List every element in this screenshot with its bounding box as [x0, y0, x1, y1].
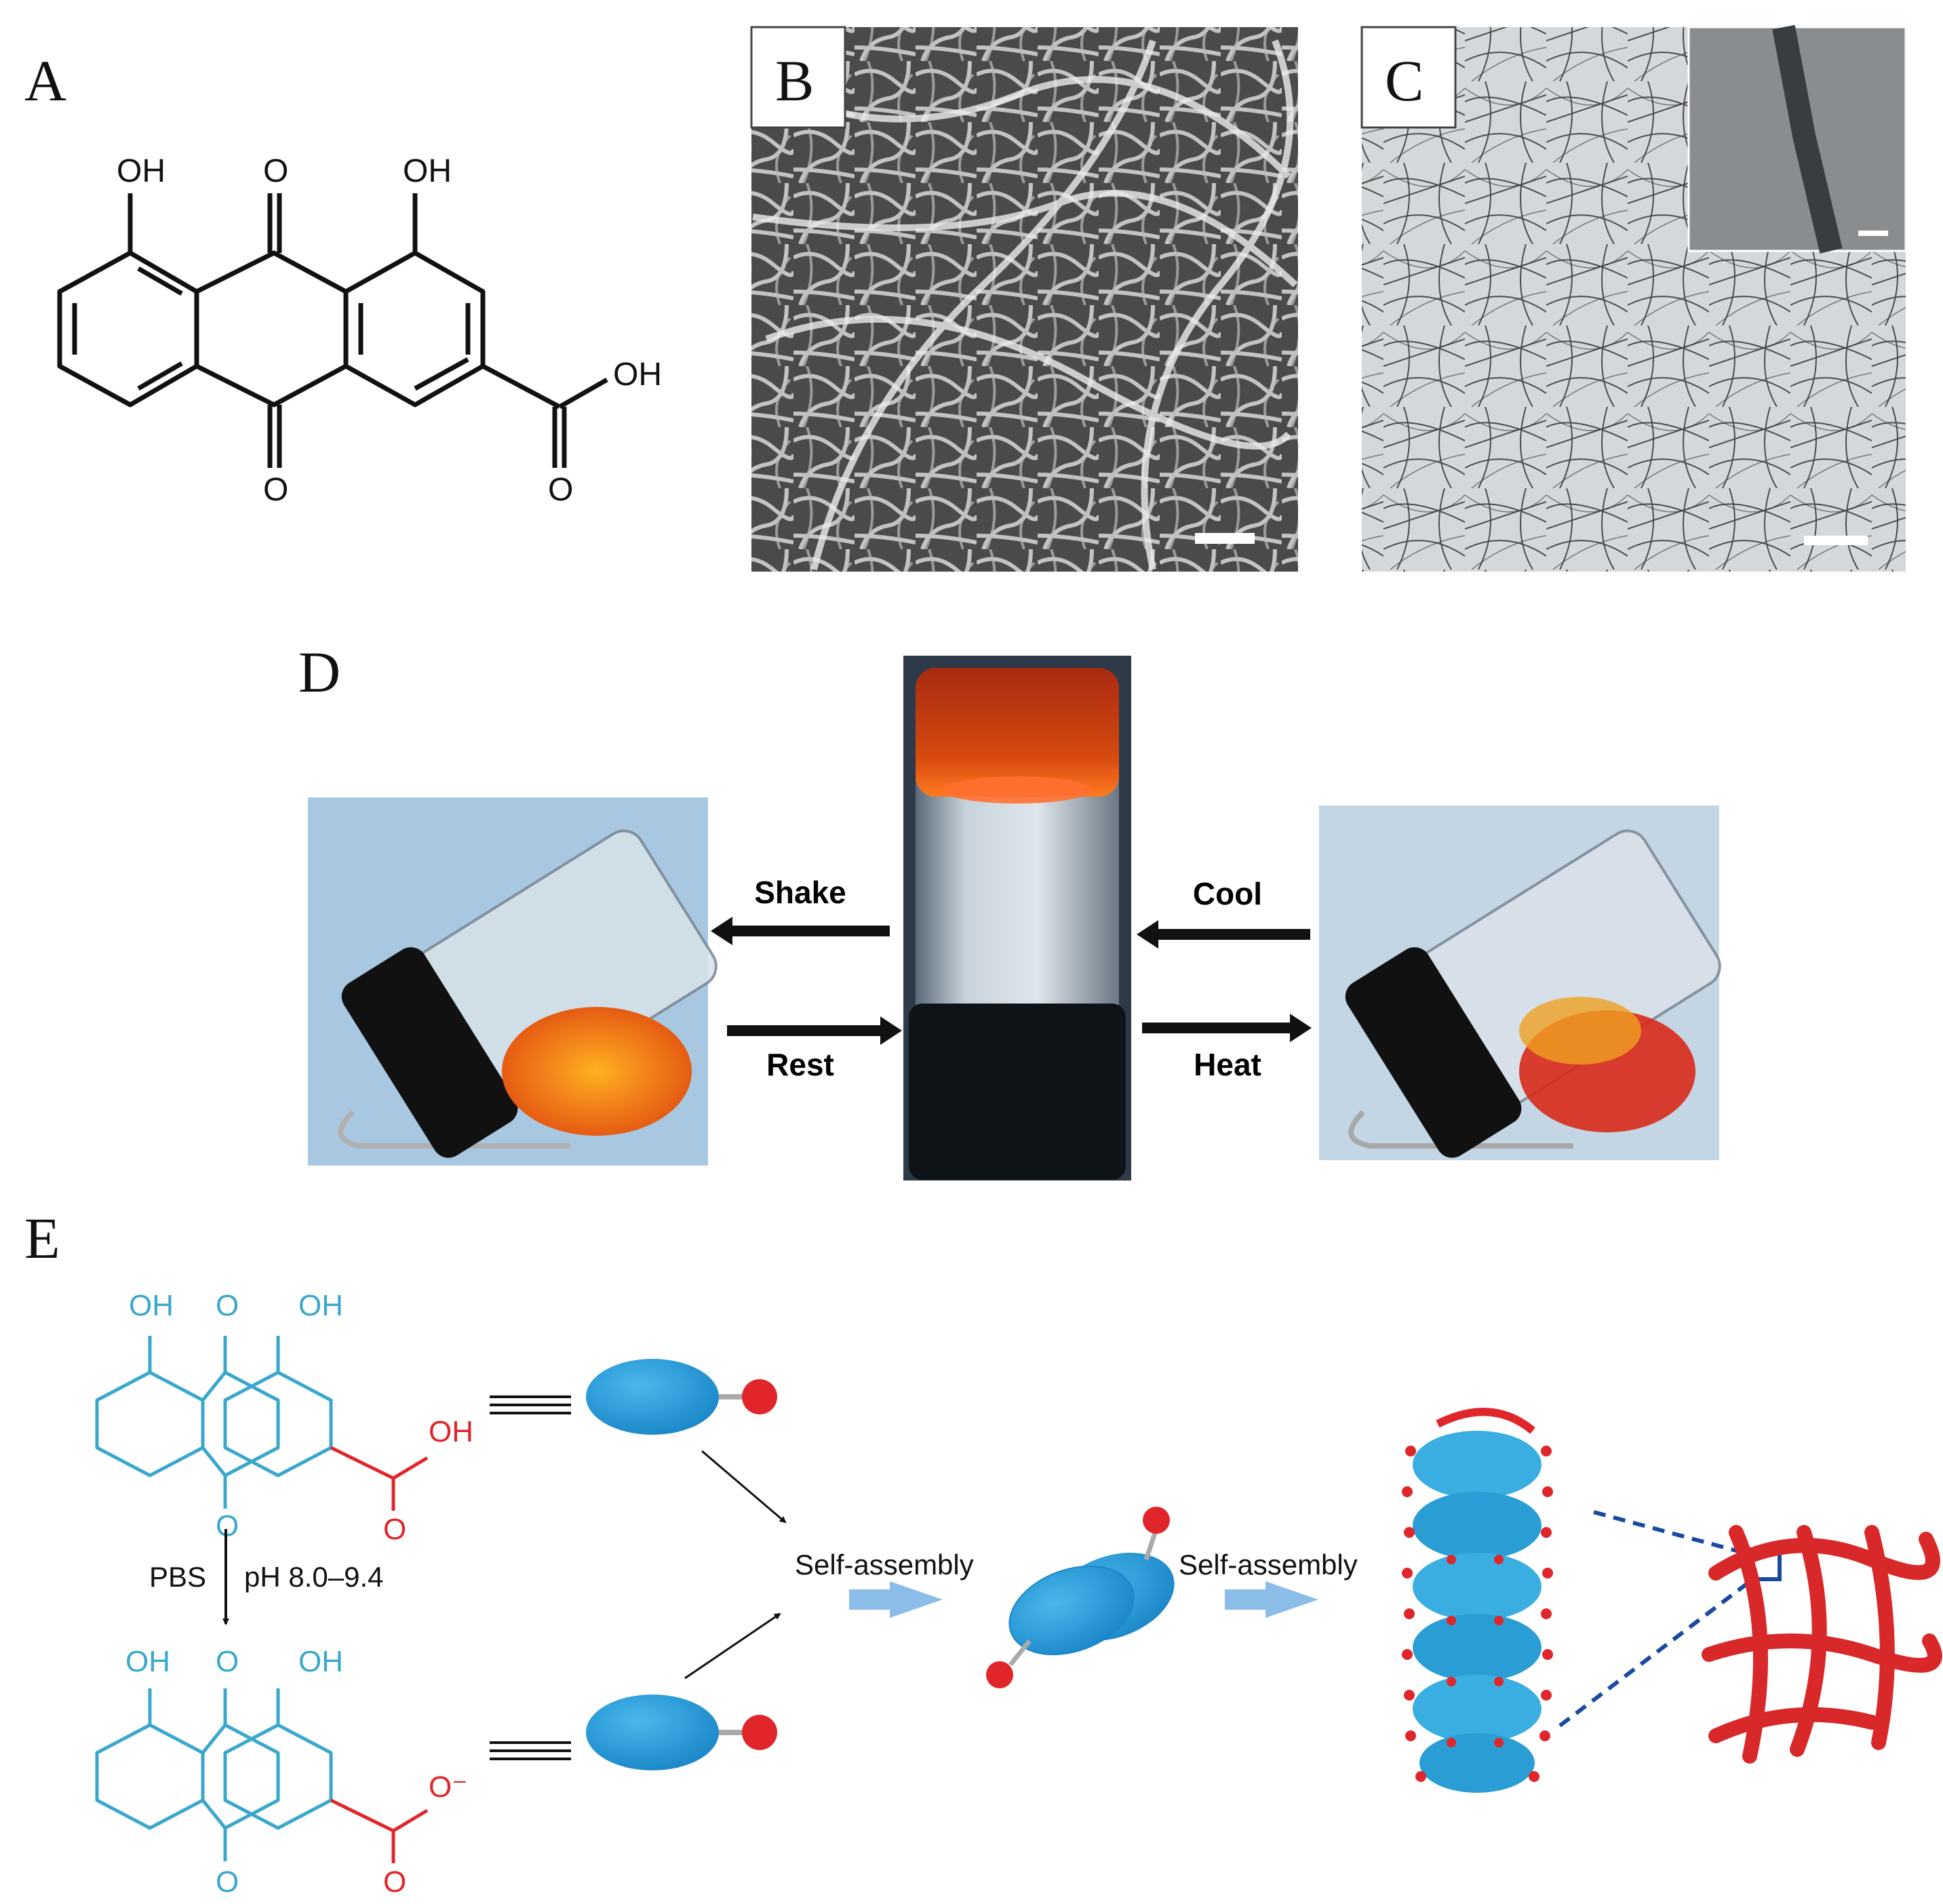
- shake-label: Shake: [754, 875, 846, 910]
- blue-arrow-2: [1225, 1581, 1318, 1618]
- oh-label: OH: [129, 1289, 174, 1322]
- panel-b-letter: B: [775, 48, 814, 113]
- carbonyl-o-label: O: [216, 1289, 239, 1322]
- rhein-acid-structure: [95, 1336, 429, 1511]
- single-fiber: [1772, 24, 1843, 254]
- photo-sol-left: [308, 797, 718, 1166]
- carboxylate-o-label: O⁻: [429, 1770, 467, 1804]
- heat-label: Heat: [1194, 1047, 1261, 1082]
- right-arrows: Cool Heat: [1137, 876, 1312, 1082]
- carbonyl-o-label: O: [263, 472, 288, 508]
- converge-arrow-top: [701, 1450, 787, 1524]
- pbs-reaction-arrow: PBS pH 8.0–9.4: [149, 1529, 384, 1625]
- inset-scale-bar: [1858, 231, 1888, 236]
- panel-b: B: [750, 26, 1298, 572]
- carbonyl-o-label: O: [383, 1513, 406, 1546]
- equivalence-symbol: [490, 1741, 571, 1760]
- panel-c: C: [1360, 24, 1907, 572]
- panel-c-letter-box: [1360, 26, 1457, 129]
- oh-label: OH: [403, 153, 452, 189]
- amphiphile-icon: [586, 1359, 777, 1435]
- scale-bar: [1804, 536, 1868, 545]
- oh-label: OH: [298, 1645, 343, 1678]
- panel-c-letter: C: [1385, 48, 1424, 113]
- panel-e-letter: E: [24, 1206, 60, 1271]
- carbonyl-o-label: O: [216, 1509, 239, 1543]
- panel-a: A: [24, 48, 662, 508]
- rest-label: Rest: [766, 1047, 834, 1082]
- carbonyl-o-label: O: [263, 153, 288, 189]
- equivalence-symbol: [490, 1395, 571, 1414]
- fiber-network: [752, 39, 1298, 571]
- carbonyl-o-label: O: [216, 1645, 239, 1678]
- panel-a-letter: A: [24, 48, 66, 113]
- amphiphile-icon: [586, 1694, 777, 1770]
- pbs-label: PBS: [149, 1561, 206, 1593]
- carbonyl-o-label: O: [548, 472, 573, 508]
- oh-label: OH: [125, 1645, 170, 1678]
- photo-sol-right: [1319, 806, 1721, 1160]
- dimer-icon: [986, 1507, 1175, 1688]
- blue-arrow-1: [849, 1581, 943, 1618]
- anthraquinone-structure-a: [57, 193, 608, 468]
- fiber-network-icon: [1702, 1525, 1942, 1764]
- cool-label: Cool: [1193, 876, 1262, 911]
- panel-d: D: [298, 639, 1721, 1181]
- panel-b-letter-box: [750, 26, 846, 129]
- panel-d-letter: D: [298, 639, 340, 705]
- oh-label: OH: [429, 1415, 473, 1448]
- oh-label: OH: [117, 153, 165, 189]
- self-assembly-label-2: Self-assembly: [1179, 1549, 1358, 1581]
- self-assembly-label-1: Self-assembly: [795, 1549, 974, 1581]
- helical-nanofiber: [1402, 1408, 1553, 1793]
- oh-label: OH: [298, 1289, 343, 1322]
- left-arrows: Shake Rest: [711, 875, 902, 1082]
- carbonyl-o-label: O: [383, 1865, 406, 1899]
- carbonyl-o-label: O: [216, 1865, 239, 1899]
- zoom-connector: [1558, 1510, 1758, 1728]
- scale-bar: [1195, 533, 1255, 544]
- panel-e: E OH O OH O OH O: [24, 1206, 1942, 1899]
- oh-label: OH: [613, 357, 662, 393]
- converge-arrow-bottom: [684, 1612, 781, 1680]
- photo-gel-center: [903, 656, 1131, 1181]
- ph-label: pH 8.0–9.4: [244, 1561, 384, 1593]
- rhein-carboxylate-structure: [95, 1688, 429, 1863]
